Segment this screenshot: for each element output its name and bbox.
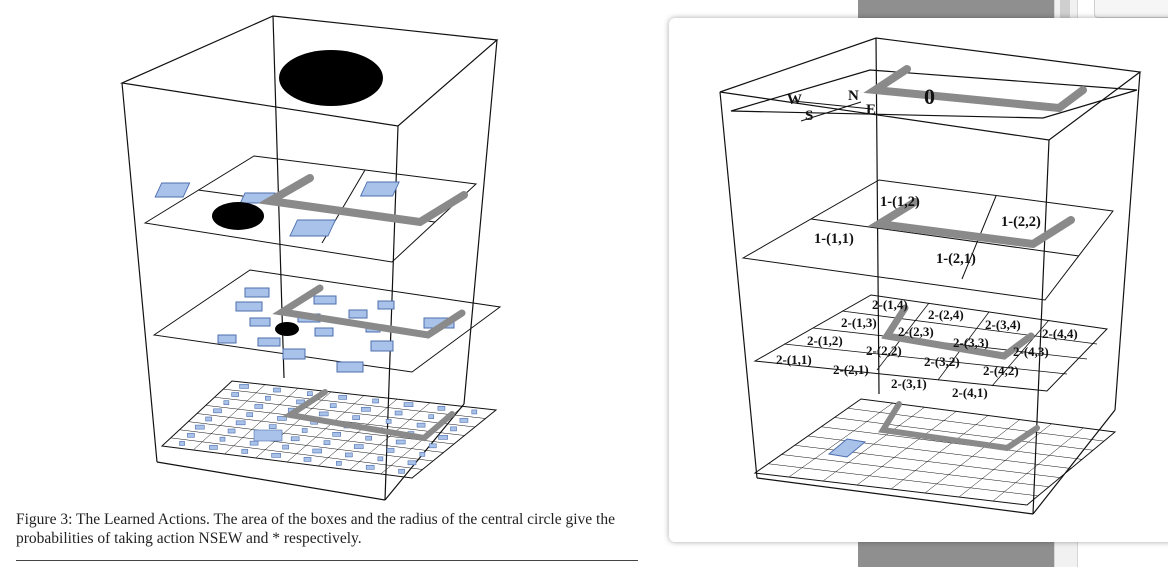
level1-label: 1-(2,2) — [1001, 214, 1041, 230]
level3-plane — [160, 380, 498, 479]
level2-label: 2-(4,1) — [952, 385, 988, 400]
level2-action-circle — [275, 322, 299, 336]
level2-label: 2-(3,1) — [891, 376, 927, 391]
image-preview-popup[interactable]: N W S E 0 1-(1,2) 1-(2,2) 1-(1,1) 1-(2,1… — [669, 18, 1168, 542]
level2-label: 2-(4,2) — [983, 363, 1019, 378]
learned-actions-figure — [119, 15, 502, 501]
level2-label: 2-(3,4) — [985, 317, 1021, 332]
compass: N W S E — [787, 88, 876, 124]
figure-caption: Figure 3: The Learned Actions. The area … — [16, 511, 615, 547]
level1-plane: 1-(1,2) 1-(2,2) 1-(1,1) 1-(2,1) — [741, 179, 1114, 301]
scrollbar-thumb[interactable] — [1060, 0, 1070, 18]
caption-divider — [16, 560, 638, 561]
level2-label: 2-(1,4) — [872, 297, 908, 312]
level1-label: 1-(1,2) — [880, 194, 920, 210]
compass-e: E — [866, 102, 876, 118]
level1-action-circle — [212, 202, 264, 230]
level2-plane: 2-(1,4) 2-(2,4) 2-(1,3) 2-(2,3) 2-(3,4) 2-(4,… — [753, 294, 1109, 400]
compass-w: W — [787, 92, 802, 108]
level2-label: 2-(2,1) — [833, 362, 869, 377]
level3-plane — [753, 398, 1117, 506]
level2-label: 2-(3,2) — [924, 354, 960, 369]
level0-action-circle — [279, 50, 383, 106]
level2-label: 2-(4,4) — [1042, 326, 1078, 341]
compass-n: N — [848, 88, 859, 104]
level2-label: 2-(1,1) — [776, 352, 812, 367]
level2-label: 2-(3,3) — [953, 335, 989, 350]
level2-label: 2-(2,2) — [866, 343, 902, 358]
level2-label: 2-(4,3) — [1013, 344, 1049, 359]
level1-label: 1-(1,1) — [814, 231, 854, 247]
level2-label: 2-(2,3) — [898, 324, 934, 339]
level2-plane — [152, 269, 502, 373]
background-viewer-toolbar — [858, 0, 1054, 18]
cube-frame — [719, 37, 1142, 515]
window-corner-panel — [1094, 0, 1168, 18]
level2-label: 2-(1,3) — [841, 315, 877, 330]
labeled-hierarchy-figure: N W S E 0 1-(1,2) 1-(2,2) 1-(1,1) 1-(2,1… — [719, 37, 1142, 515]
level1-label: 1-(2,1) — [936, 251, 976, 267]
level0-label: 0 — [924, 84, 935, 109]
level2-label: 2-(1,2) — [807, 333, 843, 348]
background-viewer-footer — [858, 541, 1054, 567]
compass-s: S — [805, 108, 813, 124]
level2-label: 2-(2,4) — [928, 307, 964, 322]
level1-plane — [143, 155, 478, 263]
